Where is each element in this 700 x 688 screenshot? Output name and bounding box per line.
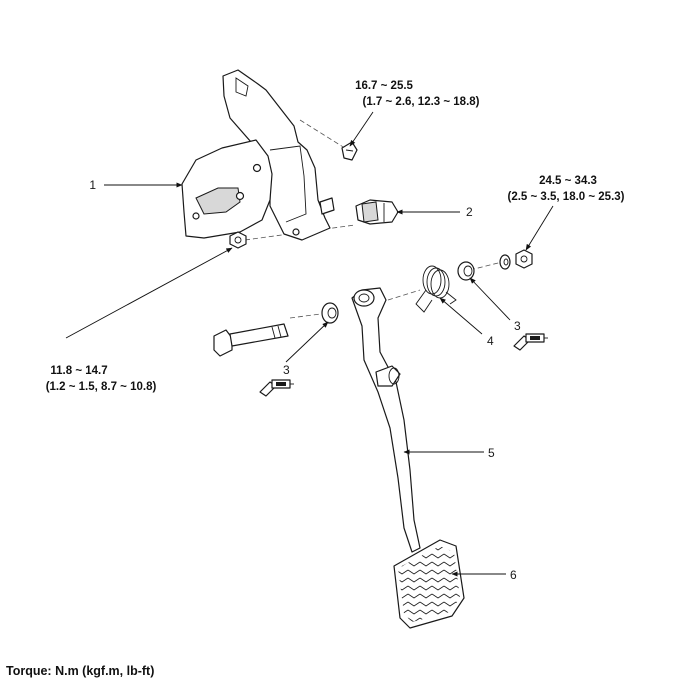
callout-5: 5 <box>488 446 495 460</box>
torque-unit-note: Torque: N.m (kgf.m, lb-ft) <box>6 664 155 678</box>
torque-bracket-bolt-line2: (1.7 ~ 2.6, 12.3 ~ 18.8) <box>363 96 480 108</box>
torque-mount-nut-line2: (1.2 ~ 1.5, 8.7 ~ 10.8) <box>46 381 157 393</box>
pedal-bushing-left <box>321 302 339 324</box>
pivot-nut <box>515 249 533 269</box>
assembly-axis-lines <box>244 119 503 319</box>
torque-bracket-bolt-line1: 16.7 ~ 25.5 <box>355 80 413 92</box>
torque-pivot-nut-line2: (2.5 ~ 3.5, 18.0 ~ 25.3) <box>508 191 625 203</box>
clutch-switch <box>355 199 399 225</box>
leader-lines <box>65 111 554 577</box>
bracket-bolt <box>341 141 358 161</box>
pivot-washer <box>499 254 511 270</box>
torque-pivot-nut-line1: 24.5 ~ 34.3 <box>539 175 597 187</box>
torque-spec-pivot-nut: 24.5 ~ 34.3 (2.5 ~ 3.5, 18.0 ~ 25.3) <box>508 175 625 203</box>
pedal-pivot-bolt <box>213 323 289 357</box>
callout-4: 4 <box>487 334 494 348</box>
callout-1: 1 <box>89 178 96 192</box>
clutch-pedal-pad <box>393 539 465 629</box>
torque-mount-nut-line1: 11.8 ~ 14.7 <box>50 365 107 377</box>
bracket-mount-nut <box>229 231 247 249</box>
callout-3-left: 3 <box>283 363 290 377</box>
pedal-bushing-right <box>457 261 475 281</box>
callout-2: 2 <box>466 205 473 219</box>
pedal-bracket <box>181 69 335 241</box>
torque-spec-mount-nut: 11.8 ~ 14.7 (1.2 ~ 1.5, 8.7 ~ 10.8) <box>46 365 157 393</box>
torque-spec-bracket-bolt: 16.7 ~ 25.5 (1.7 ~ 2.6, 12.3 ~ 18.8) <box>355 80 480 108</box>
grease-gun-icon <box>259 379 294 397</box>
grease-gun-icon <box>513 333 548 351</box>
return-spring <box>415 265 457 313</box>
callout-3-right: 3 <box>514 319 521 333</box>
clutch-pedal-arm <box>351 287 421 553</box>
callout-6: 6 <box>510 568 517 582</box>
